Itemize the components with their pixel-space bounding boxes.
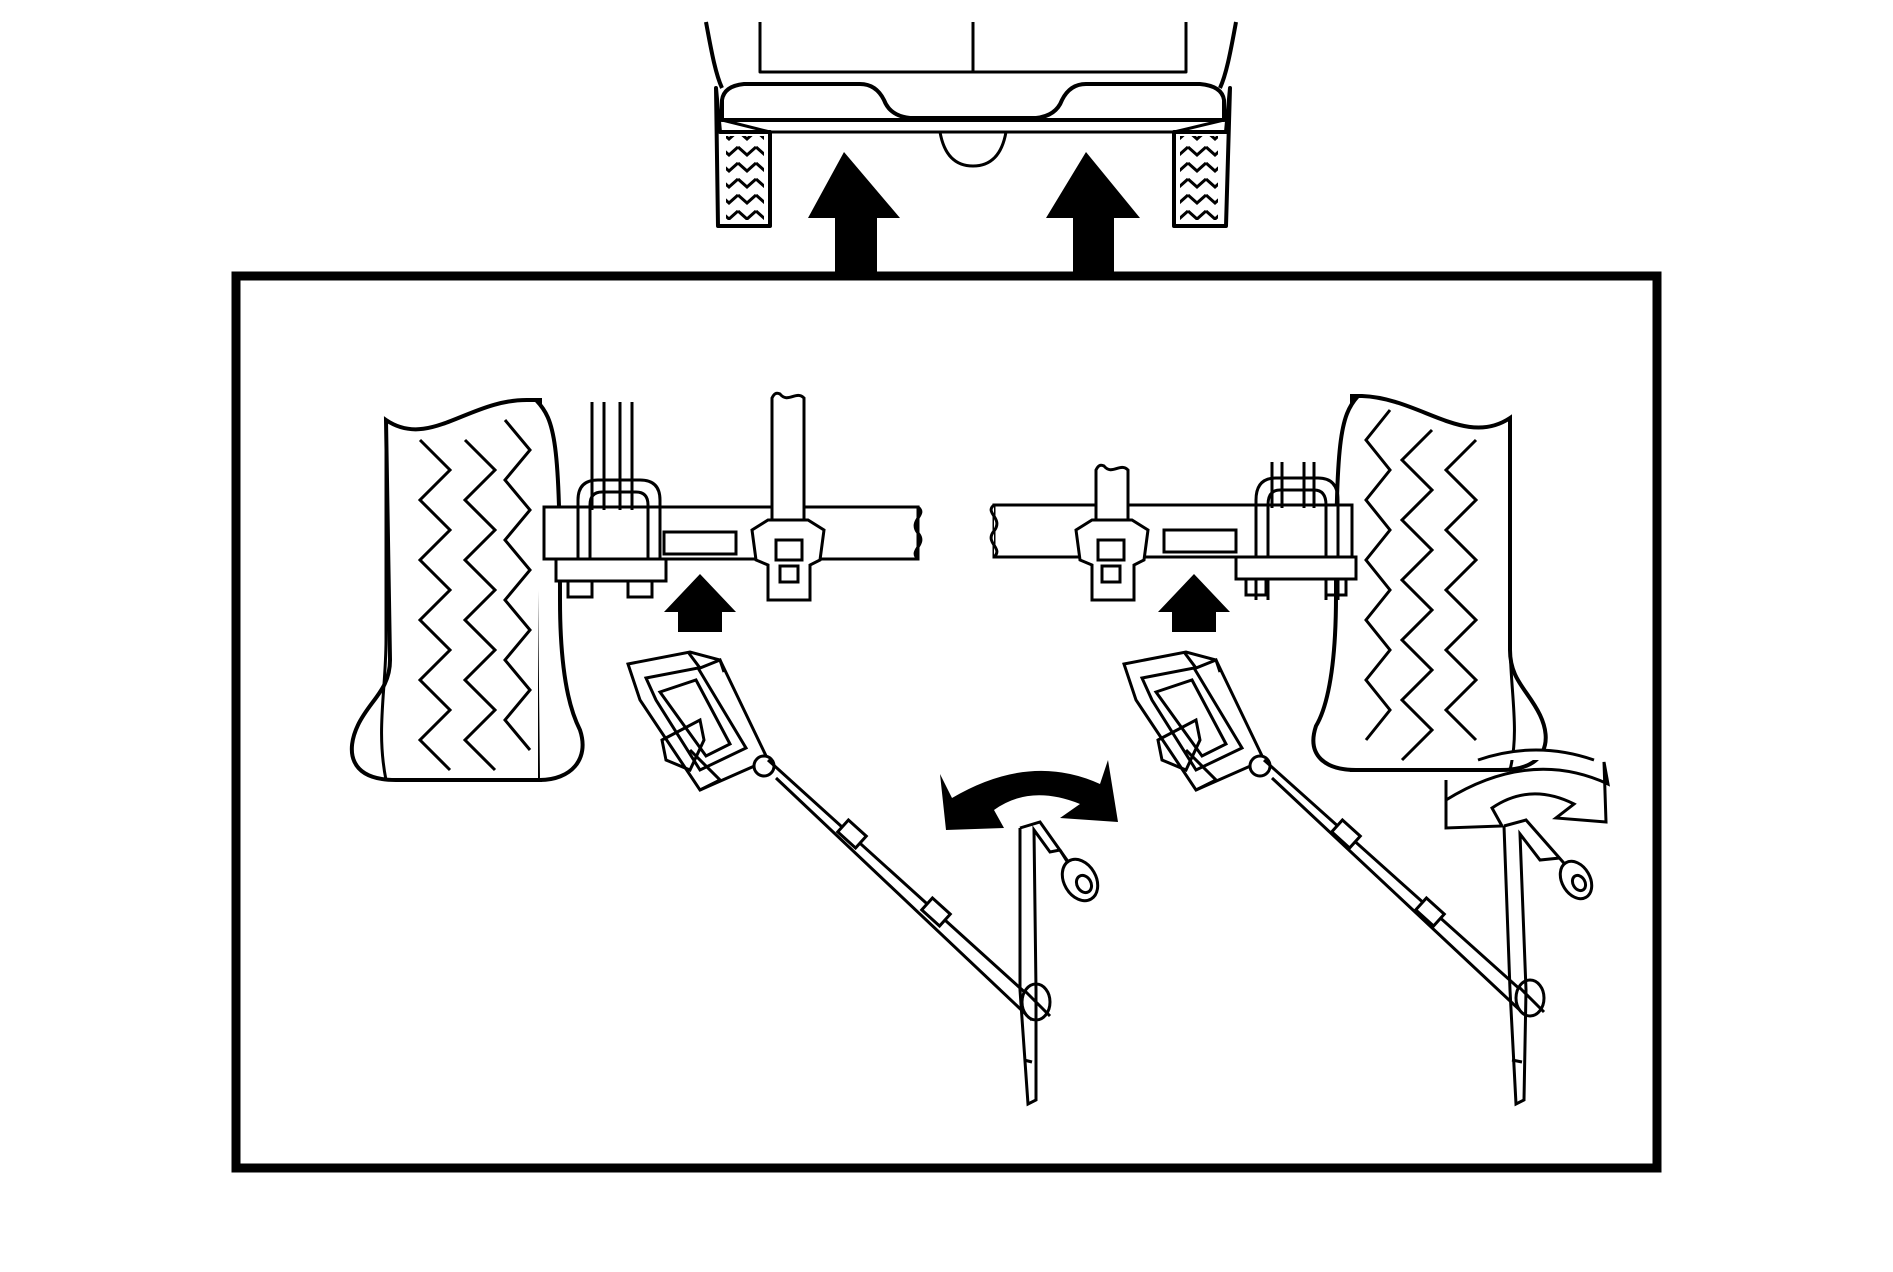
scissor-jack (626, 650, 776, 792)
tire (349, 397, 585, 782)
jack-handle (766, 758, 1052, 1022)
rotation-arrow (1444, 748, 1610, 830)
wheel-wrench (1018, 820, 1100, 1107)
jack-pad-plate (1162, 528, 1238, 554)
u-bolt (1234, 462, 1358, 600)
scissor-jack (1122, 650, 1272, 792)
lift-arrow (664, 574, 736, 632)
u-bolt (554, 402, 668, 599)
vehicle-rear-view (704, 21, 1238, 228)
jack-handle (1262, 758, 1546, 1018)
wheel-wrench (1502, 818, 1594, 1107)
detail-inset-frame (231, 271, 1662, 1173)
rotation-arrow (940, 760, 1118, 830)
tire (1311, 394, 1548, 772)
lift-arrow (1046, 152, 1140, 276)
lift-arrow (1158, 574, 1230, 632)
jack-pad-plate (662, 530, 738, 556)
shock-absorber (1074, 463, 1150, 602)
lift-arrow (808, 152, 900, 276)
shock-absorber (750, 391, 826, 602)
